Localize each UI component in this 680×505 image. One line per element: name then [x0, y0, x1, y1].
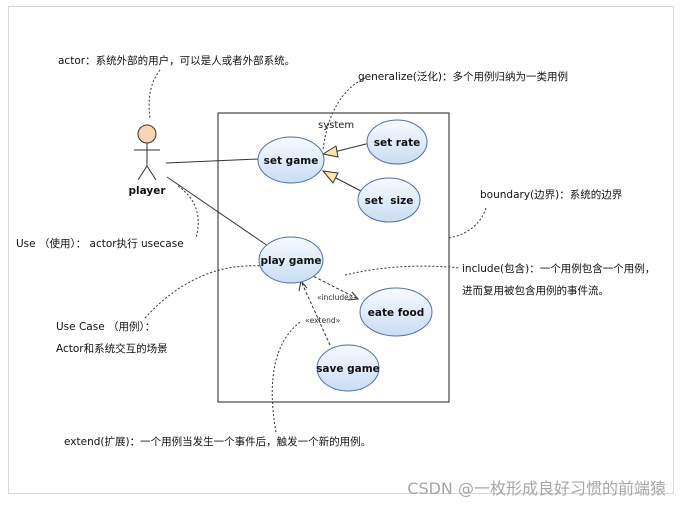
usecase-annotation-line2: Actor和系统交互的场景 [56, 343, 168, 355]
watermark: CSDN @一枚形成良好习惯的前端猿 [407, 479, 666, 498]
system-label: system [318, 120, 354, 131]
include-annotation-connector [344, 265, 461, 276]
use-annotation-connector [177, 185, 199, 239]
association-player-playgame [166, 176, 269, 247]
generalize-annotation-connector [322, 77, 366, 151]
extend-stereotype: «extend» [305, 316, 341, 325]
usecase-annotation-connector [144, 265, 263, 319]
usecase-eate-food-label: eate food [368, 307, 425, 319]
usecase-set-size-label: set size [365, 195, 414, 207]
use-annotation: Use （使用）： actor执行 usecase [16, 238, 184, 250]
generalize-setrate-setgame [333, 142, 371, 153]
usecase-set-size[interactable]: set size [357, 177, 421, 223]
actor-label: player [128, 185, 166, 197]
include-arrow-head [347, 291, 360, 301]
actor-annotation: actor：系统外部的用户，可以是人或者外部系统。 [58, 55, 296, 67]
include-annotation-line1: include(包含)：一个用例包含一个用例， [462, 263, 656, 275]
usecase-set-game[interactable]: set game [257, 136, 325, 184]
extend-relation [300, 280, 331, 346]
extend-annotation-connector [271, 321, 301, 433]
generalize-annotation: generalize(泛化)：多个用例归纳为一类用例 [358, 71, 568, 83]
usecase-set-rate-label: set rate [374, 137, 420, 149]
usecase-play-game-label: play game [260, 255, 321, 267]
generalize-arrow-head-2 [321, 170, 339, 184]
include-stereotype: «include» [317, 293, 354, 302]
generalize-setsize-setgame [333, 176, 362, 192]
actor-player[interactable] [134, 124, 160, 181]
boundary-annotation: boundary(边界)：系统的边界 [480, 189, 623, 201]
include-annotation-line2: 进而复用被包含用例的事件流。 [462, 285, 609, 297]
usecase-save-game-label: save game [316, 363, 380, 375]
usecase-annotation-line1: Use Case （用例）： [56, 321, 156, 333]
usecase-play-game[interactable]: play game [258, 236, 324, 284]
usecase-set-rate[interactable]: set rate [366, 119, 428, 165]
actor-annotation-connector [148, 69, 161, 119]
actor-head [137, 124, 157, 144]
usecase-save-game[interactable]: save game [316, 344, 380, 392]
usecase-set-game-label: set game [264, 155, 319, 167]
boundary-annotation-connector [448, 207, 487, 239]
usecase-eate-food[interactable]: eate food [359, 287, 433, 337]
association-player-setgame [165, 158, 260, 164]
extend-annotation: extend(扩展)：一个用例当发生一个事件后，触发一个新的用例。 [64, 436, 372, 448]
generalize-arrow-head-1 [321, 145, 339, 158]
